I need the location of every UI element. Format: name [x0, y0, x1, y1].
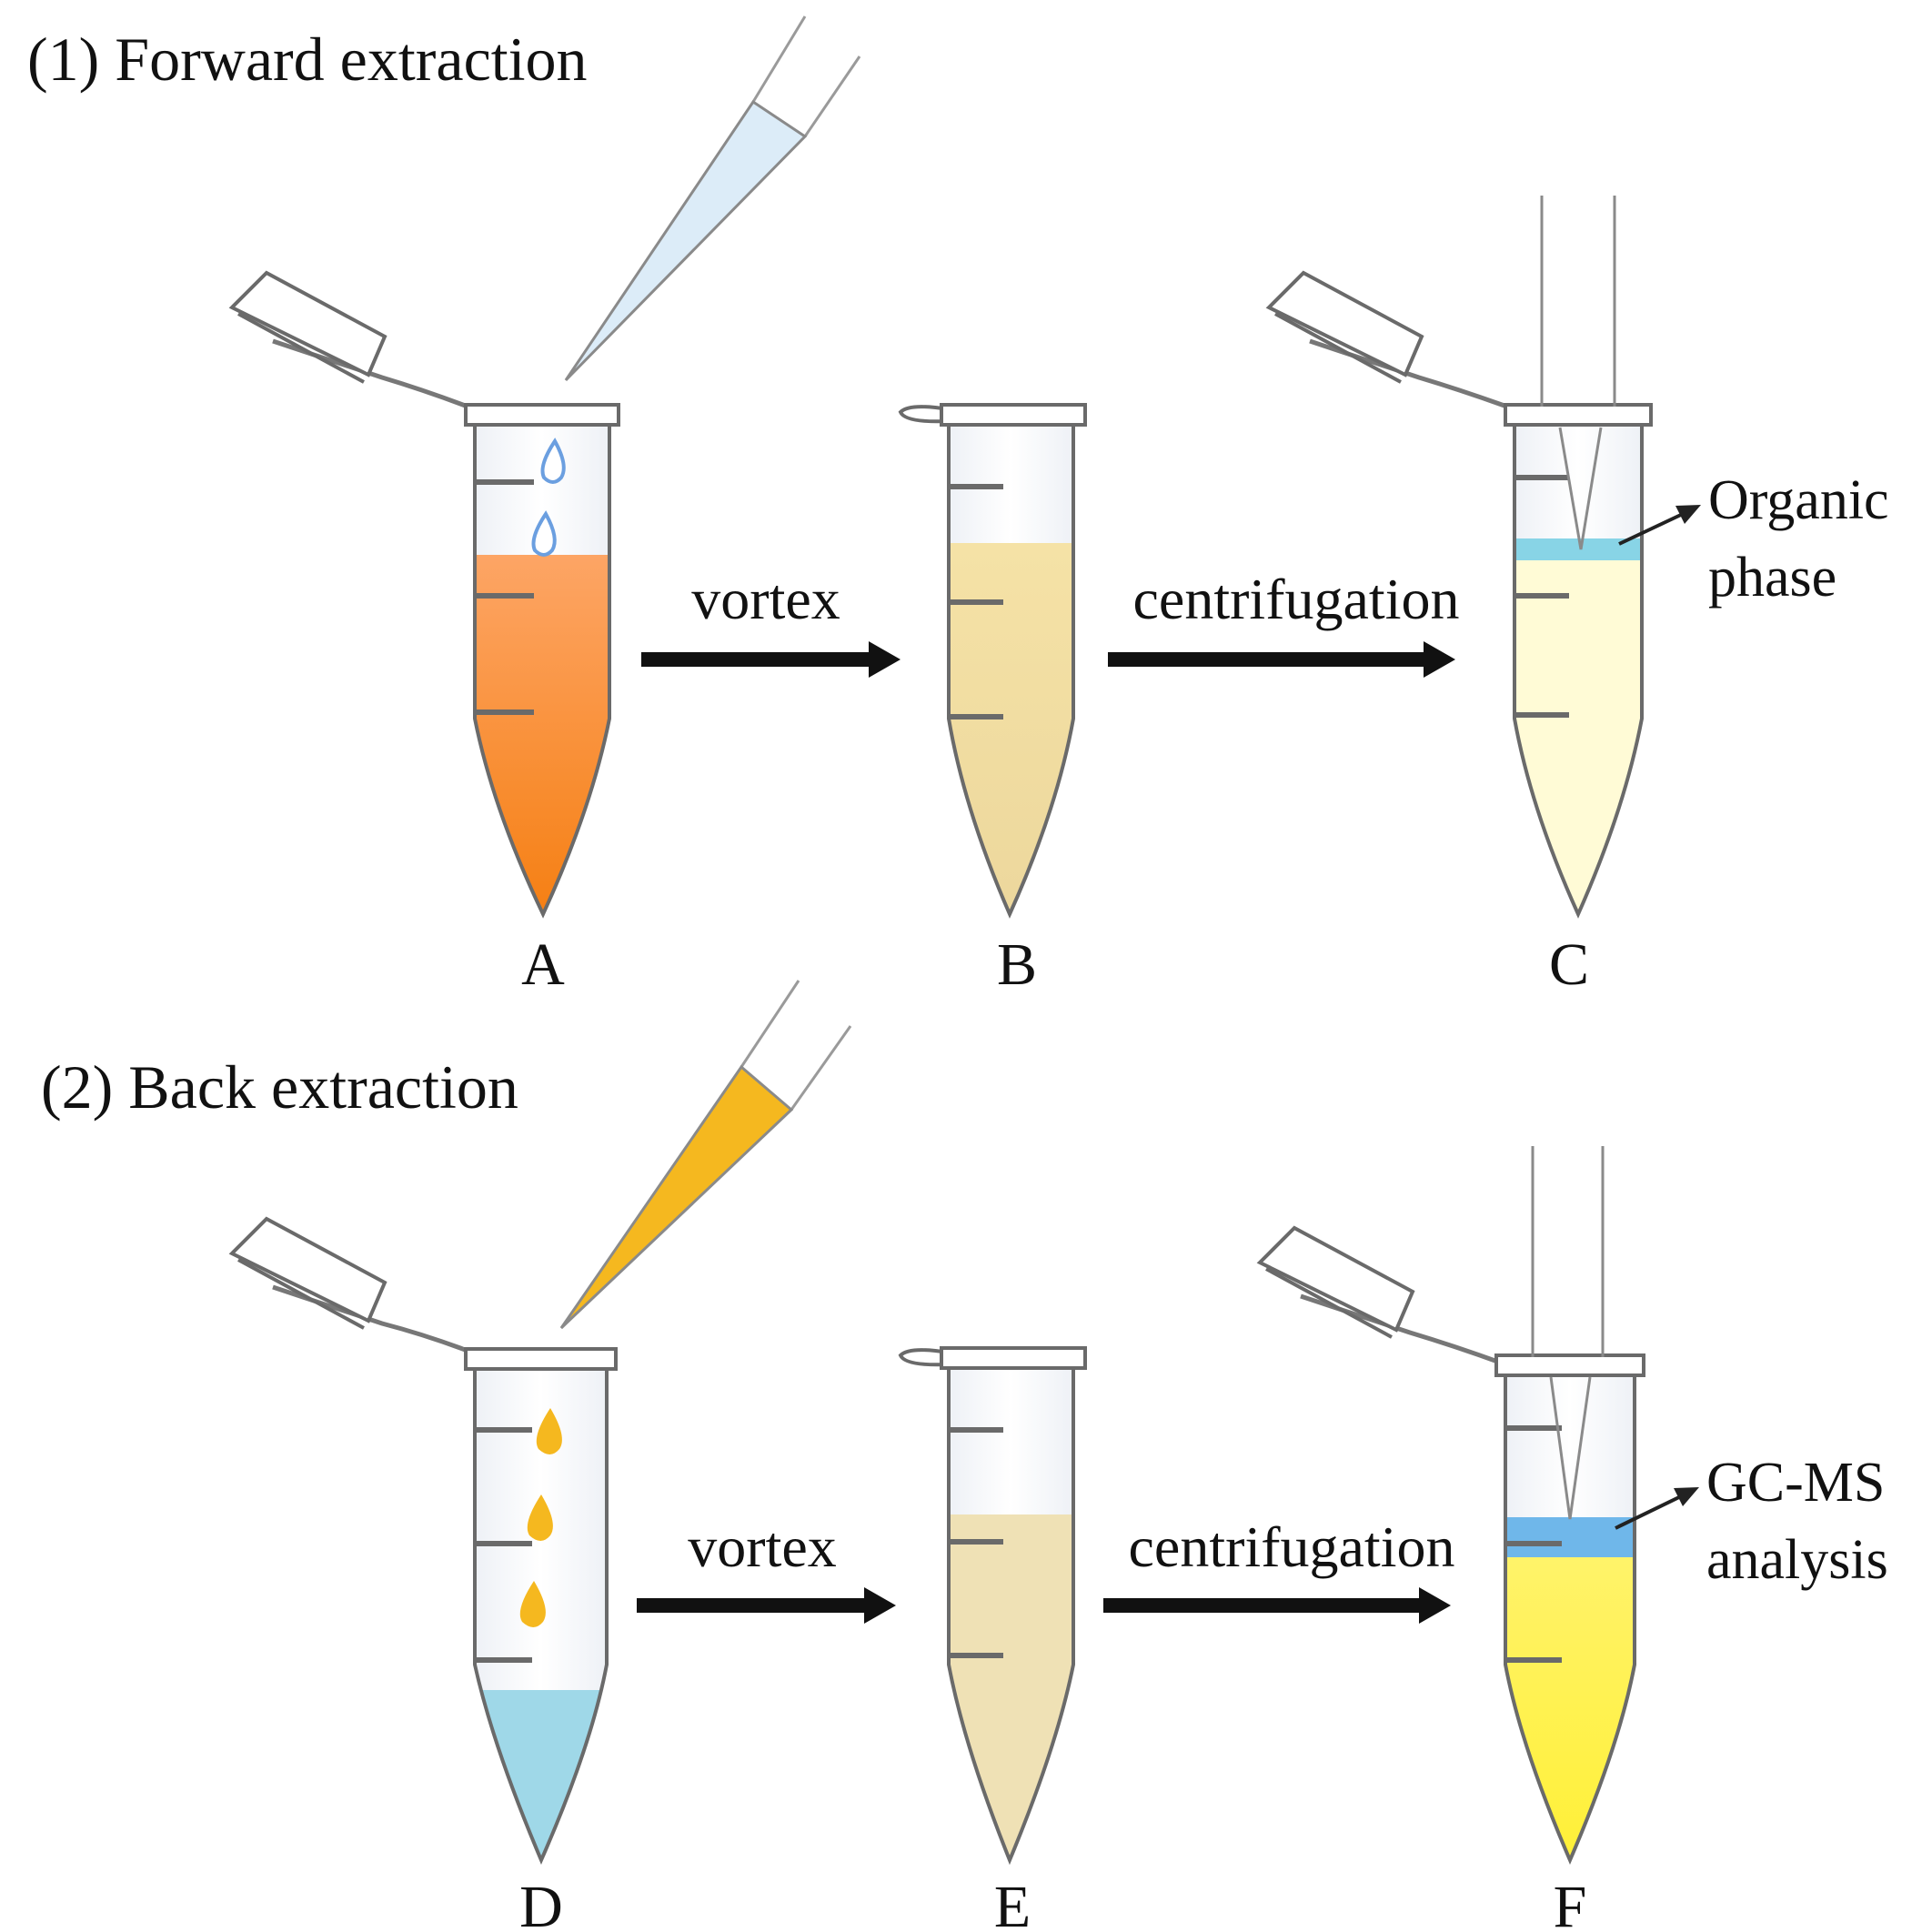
tube-e: E — [898, 1346, 1087, 1932]
droplet-icon — [536, 1408, 562, 1454]
arrow-label-vortex: vortex — [691, 567, 840, 631]
section-title-forward: (1) Forward extraction — [27, 25, 588, 94]
tube-c-liquid — [1514, 559, 1642, 914]
tube-label-a: A — [521, 931, 565, 998]
callout-gcms-line2: analysis — [1706, 1529, 1888, 1591]
arrow-vortex-2: vortex — [637, 1514, 896, 1624]
arrow-label-vortex: vortex — [688, 1514, 837, 1579]
droplet-icon — [527, 1494, 553, 1541]
section-forward-extraction: (1) Forward extraction A — [27, 15, 1889, 998]
arrow-centrifugation-1: centrifugation — [1108, 567, 1459, 678]
section-back-extraction: (2) Back extraction — [41, 980, 1888, 1932]
microtube-cap-icon — [1256, 1225, 1506, 1367]
microtube-cap-icon — [1265, 270, 1515, 412]
callout-organic-line1: Organic — [1708, 469, 1889, 531]
droplet-icon — [540, 438, 566, 484]
tube-a: A — [228, 270, 620, 998]
section-title-back: (2) Back extraction — [41, 1052, 518, 1122]
tube-c-organic-layer — [1514, 538, 1642, 560]
tube-b: B — [898, 403, 1087, 998]
microtube-cap-icon — [228, 1216, 476, 1356]
callout-pointer — [1618, 505, 1701, 546]
tube-label-b: B — [997, 931, 1037, 998]
droplet-icon — [531, 510, 557, 557]
pipette-icon — [564, 15, 861, 382]
tube-label-f: F — [1554, 1874, 1587, 1932]
tube-label-d: D — [519, 1874, 563, 1932]
pipette-icon — [559, 980, 852, 1330]
tube-label-c: C — [1549, 931, 1589, 998]
tube-label-e: E — [994, 1874, 1031, 1932]
arrow-vortex-1: vortex — [641, 567, 901, 678]
callout-pointer — [1615, 1487, 1699, 1530]
tube-c: Organic phase C — [1265, 196, 1889, 998]
tube-d: D — [228, 1216, 618, 1932]
tube-f-organic-layer — [1505, 1517, 1635, 1557]
syringe-needle-icon — [1540, 196, 1616, 550]
microtube-cap-icon — [228, 270, 476, 412]
syringe-needle-icon — [1531, 1146, 1605, 1520]
droplet-icon — [519, 1581, 546, 1627]
callout-gcms-line1: GC-MS — [1706, 1452, 1885, 1514]
arrow-label-centrifugation: centrifugation — [1129, 1514, 1455, 1579]
arrow-label-centrifugation: centrifugation — [1133, 567, 1460, 631]
callout-organic-line2: phase — [1708, 547, 1836, 609]
arrow-centrifugation-2: centrifugation — [1103, 1514, 1454, 1624]
tube-d-liquid — [475, 1690, 607, 1860]
